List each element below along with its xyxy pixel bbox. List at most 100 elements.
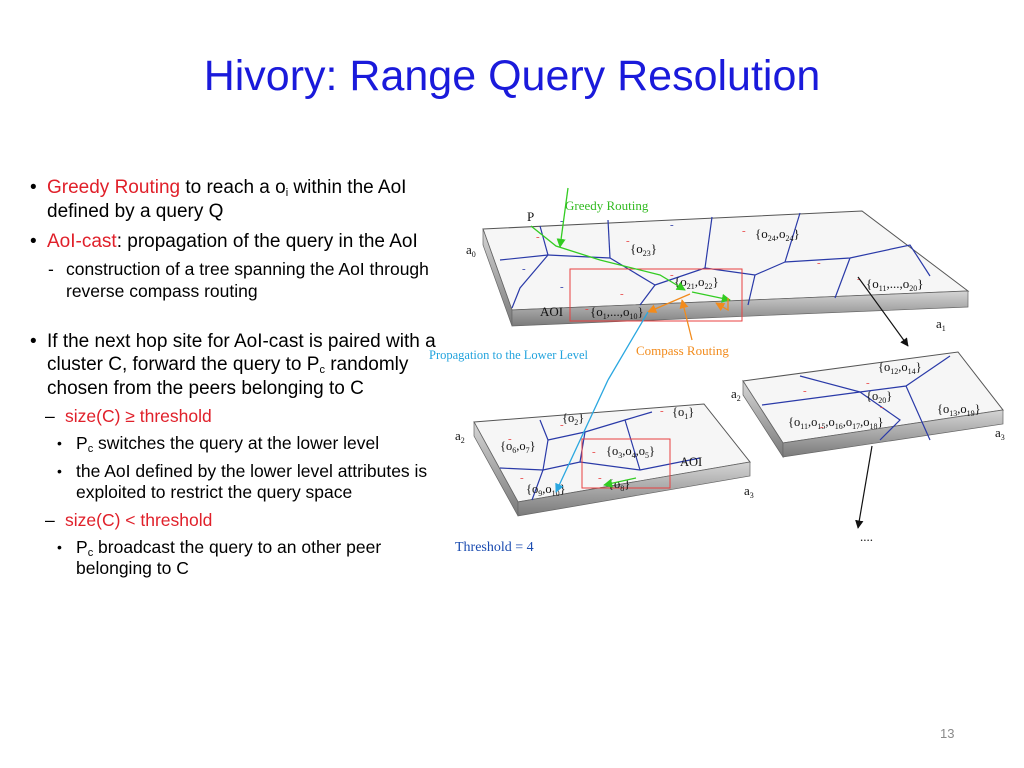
propagation-caption: Propagation to the Lower Level [429,348,589,362]
svg-text:-: - [660,405,664,417]
axis-a3-left-label: a3 [744,483,754,500]
svg-text:-: - [520,472,524,484]
svg-text:-: - [598,472,602,484]
svg-text:{o1}: {o1} [672,405,694,421]
svg-text:{o23}: {o23} [630,241,657,258]
bullet-list: •Greedy Routing to reach a oi within the… [30,176,460,580]
svg-text:-: - [508,433,512,445]
voronoi-edges-right [761,355,951,441]
svg-text:{o3,o4,o5}: {o3,o4,o5} [606,444,655,460]
bullet-text: the AoI defined by the lower level attri… [76,460,428,503]
sub-bullet-size-lt: –size(C) < threshold [30,509,460,531]
aoi-cast-term: AoI-cast [47,231,117,252]
axis-a2-left-label: a2 [455,428,465,445]
greedy-path-arrow [530,225,686,291]
drill-down-arrow-bottom [855,445,873,529]
bullet-aoi-cast: •AoI-cast: propagation of the query in t… [30,230,460,254]
top-level-plate: - - - - - - - - - - - - {o23} {o24,o24} … [466,209,970,333]
svg-text:-: - [670,219,674,231]
svg-text:-: - [670,269,674,281]
bullet-text: to reach a o [180,177,286,198]
aoi-label-bottom: AOI [680,455,702,469]
svg-text:{o13,o19}: {o13,o19} [937,402,981,418]
greedy-routing-caption: Greedy Routing [565,198,649,213]
axis-a0-label: a0 [466,242,476,259]
bullet-text: : propagation of the query in the AoI [116,231,418,252]
voronoi-edges-left [499,411,701,501]
threshold-condition: size(C) ≥ threshold [65,406,212,426]
bullet-text: P [76,433,88,453]
bullet-marker: - [48,258,54,279]
propagation-line [607,311,649,381]
bullet-greedy-routing: •Greedy Routing to reach a oi within the… [30,176,460,223]
svg-text:{o21,o22}: {o21,o22} [674,274,719,291]
axis-a1-label: a1 [936,316,946,333]
bullet-text: P [76,536,88,557]
greedy-routing-arrow [556,187,569,248]
svg-text:-: - [880,401,884,413]
bullet-marker: • [57,538,62,555]
slide-number: 13 [940,726,955,741]
axis-a2-right-label: a2 [731,386,741,403]
subscript: c [319,364,325,376]
svg-text:{o11,...,o20}: {o11,...,o20} [866,276,923,293]
svg-text:-: - [585,303,589,315]
svg-text:{o1,...,o10}: {o1,...,o10} [590,304,644,321]
sub-bullet-tree: -construction of a tree spanning the AoI… [30,258,460,302]
svg-text:{o11,o15,o16,o17,o18}: {o11,o15,o16,o17,o18} [788,415,883,431]
svg-text:-: - [820,421,824,433]
svg-text:-: - [560,281,564,293]
left-lower-plate: - - - - - - {o2} {o1} {o6,o7} {o3,o4,o5}… [455,403,754,517]
bullet-text: within the AoI defined by a query Q [47,177,407,222]
threshold-condition: size(C) < threshold [65,509,213,530]
svg-text:-: - [620,288,624,300]
bullet-text: construction of a tree spanning the AoI … [66,258,429,301]
subscript: c [87,443,94,455]
svg-text:-: - [560,419,564,431]
bullet-marker: • [30,177,37,198]
hivory-diagram: - - - - - - - - - - - - {o23} {o24,o24} … [429,187,1005,555]
bullet-marker: • [57,435,62,451]
bullet-marker: – [45,406,55,426]
compass-routing-caption: Compass Routing [636,343,729,358]
svg-text:{o24,o24}: {o24,o24} [755,226,800,243]
axis-a3-right-label: a3 [995,425,1005,442]
subscript: c [87,546,94,559]
sub-bullet-size-ge: –size(C) ≥ threshold [30,405,460,427]
bullet-next-hop: • If the next hop site for AoI-cast is pa… [30,330,460,401]
bullet-marker: • [57,462,62,479]
bullet-text: broadcast the query to an other peer bel… [76,536,382,579]
svg-text:{o6,o7}: {o6,o7} [500,439,536,455]
svg-text:-: - [522,263,526,275]
right-site-labels: {o12,o14} {o20} {o13,o19} {o11,o15,o16,o… [788,360,981,431]
bullet-marker: – [45,509,55,530]
svg-text:-: - [626,235,630,247]
svg-text:-: - [866,377,870,389]
routing-arrows [530,187,909,529]
svg-text:-: - [817,257,821,269]
voronoi-edges-top [499,212,931,309]
svg-text:-: - [592,446,596,458]
compass-routing-arrow [679,299,693,341]
slide-title: Hivory: Range Query Resolution [203,52,821,100]
svg-text:-: - [560,215,564,227]
bullet-text: switches the query at the lower level [93,433,380,453]
svg-text:-: - [742,225,746,237]
sub-sub-bullet-broadcast: • Pc broadcast the query to an other peer… [30,537,460,580]
drill-down-arrow-right [857,276,909,347]
svg-text:-: - [536,231,540,243]
propagation-arrow [555,379,609,493]
right-lower-plate: - - - - {o12,o14} {o20} {o13,o19} {o11,o… [731,351,1005,459]
ellipsis-caption: .... [860,529,873,544]
sub-sub-bullet-aoi: • the AoI defined by the lower level attr… [30,461,460,504]
threshold-caption: Threshold = 4 [455,540,534,555]
svg-text:{o12,o14}: {o12,o14} [878,360,922,376]
subscript: i [285,187,289,199]
svg-text:-: - [803,385,807,397]
bullet-text: randomly chosen from the peers belonging… [47,354,409,399]
peer-p-label: P [527,209,534,224]
bullet-marker: • [30,330,37,352]
bullet-text: If the next hop site for AoI-cast is pai… [47,330,436,376]
svg-text:{o2}: {o2} [562,411,584,427]
svg-text:{o20}: {o20} [866,389,892,405]
